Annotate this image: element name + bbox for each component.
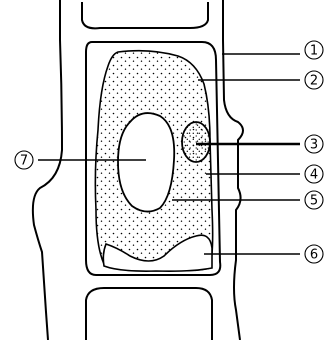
label-2-text: 2 xyxy=(310,74,318,89)
label-7-text: 7 xyxy=(20,154,28,169)
bottom-neighbour-cell-wall xyxy=(86,288,212,340)
label-badge-7: 7 xyxy=(15,151,33,169)
right-outer-wall xyxy=(223,40,243,340)
label-1-text: 1 xyxy=(310,44,318,59)
nucleus xyxy=(182,122,210,162)
label-badge-1: 1 xyxy=(305,41,323,59)
label-3-text: 3 xyxy=(310,138,318,153)
left-outer-wall xyxy=(33,40,62,340)
top-neighbour-cell-wall xyxy=(82,2,208,28)
label-6-text: 6 xyxy=(310,248,318,263)
label-badge-6: 6 xyxy=(305,245,323,263)
label-4-text: 4 xyxy=(310,168,318,183)
label-badge-3: 3 xyxy=(305,135,323,153)
label-badge-2: 2 xyxy=(305,71,323,89)
central-vacuole xyxy=(118,113,174,211)
label-5-text: 5 xyxy=(310,194,318,209)
label-badge-5: 5 xyxy=(305,191,323,209)
label-badge-4: 4 xyxy=(305,165,323,183)
